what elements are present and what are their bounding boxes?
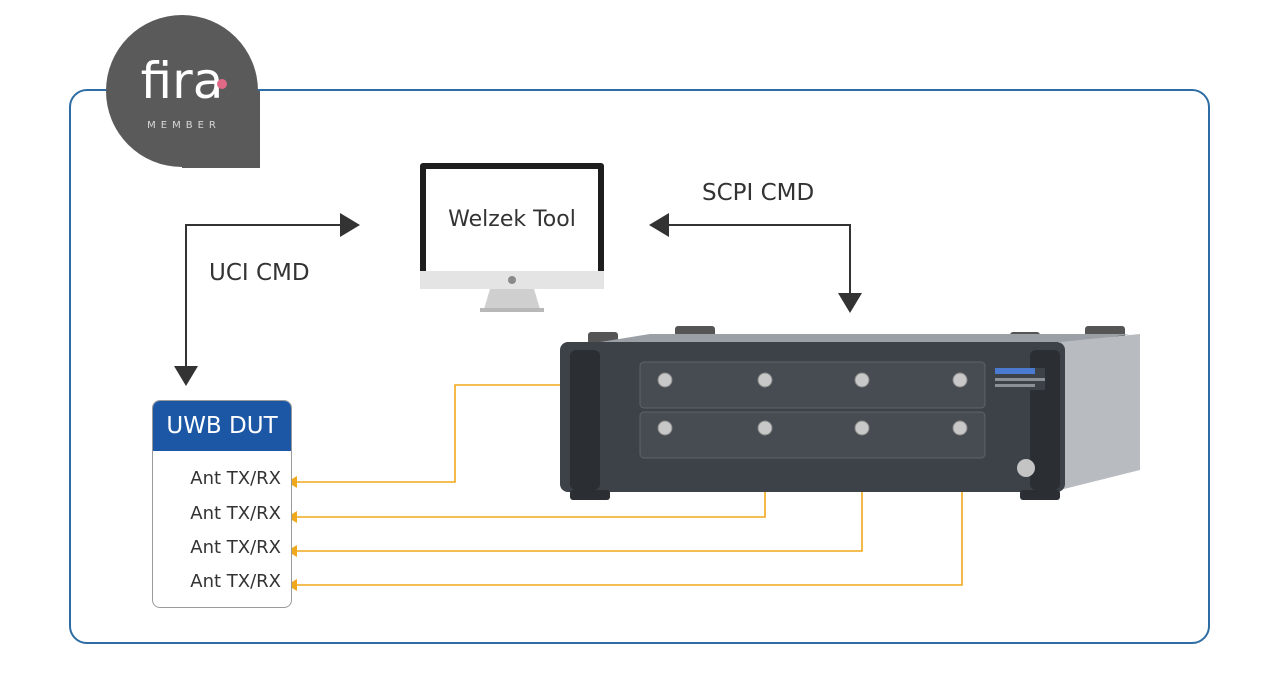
arrow-right-icon (340, 213, 360, 237)
uci-cmd-label: UCI CMD (209, 260, 310, 286)
diagram-frame (69, 89, 1210, 644)
dut-port-4: Ant TX/RX (190, 571, 281, 592)
test-instrument-image (540, 320, 1145, 505)
scpi-link (649, 213, 862, 313)
computer-monitor-icon (420, 163, 604, 313)
dut-port-1: Ant TX/RX (190, 468, 281, 489)
welzek-tool-label: Welzek Tool (448, 207, 576, 232)
logo-subtext: MEMBER (147, 120, 221, 131)
dut-port-2: Ant TX/RX (190, 503, 281, 524)
arrow-down-icon (174, 366, 198, 386)
dut-port-3: Ant TX/RX (190, 537, 281, 558)
arrow-left-icon (649, 213, 669, 237)
uci-link (174, 213, 360, 386)
scpi-cmd-label: SCPI CMD (702, 180, 815, 206)
arrow-down-icon (838, 293, 862, 313)
fira-member-logo: fira MEMBER (104, 14, 260, 168)
dut-title: UWB DUT (153, 401, 291, 451)
logo-text: fira (141, 52, 224, 110)
uwb-dut-box: UWB DUT Ant TX/RX Ant TX/RX Ant TX/RX An… (152, 400, 292, 608)
